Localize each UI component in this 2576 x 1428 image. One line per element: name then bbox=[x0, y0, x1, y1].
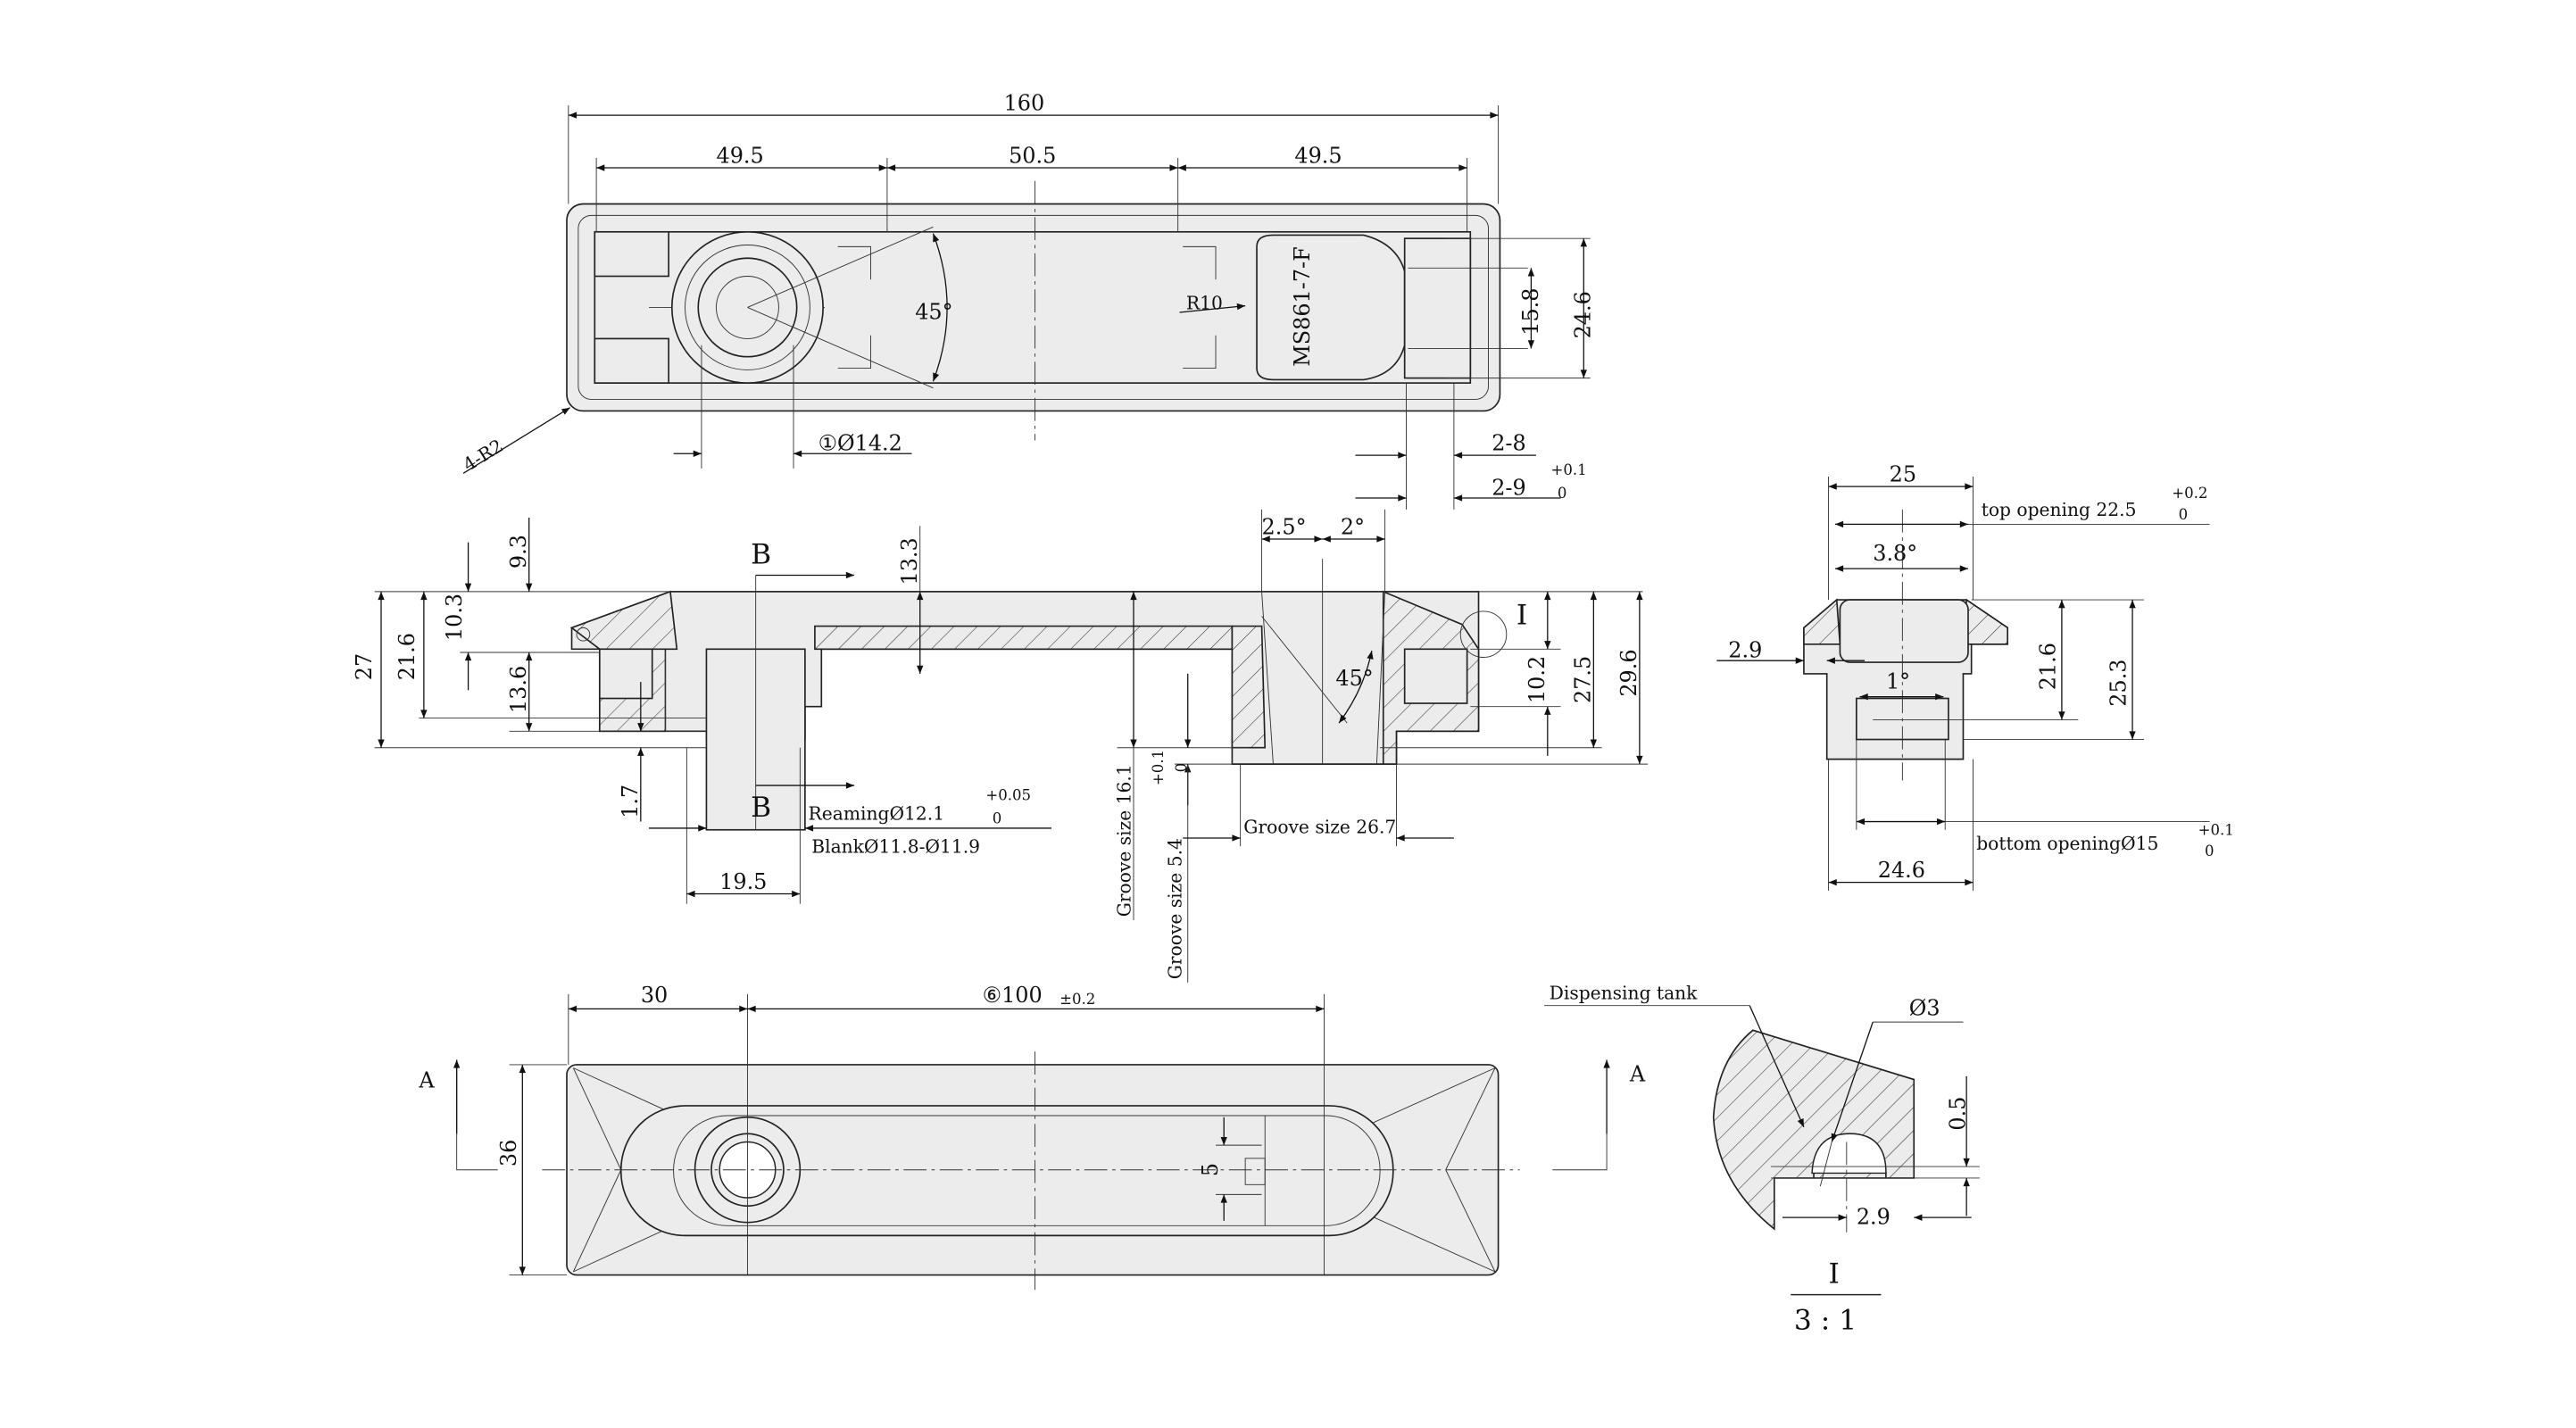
hole-dia: ①Ø14.2 bbox=[819, 431, 902, 456]
section-label-bottom: B bbox=[751, 792, 771, 824]
dim-13-6: 13.6 bbox=[506, 666, 531, 713]
view-label-left: A bbox=[418, 1068, 435, 1093]
groove-5-4-tol-upper: +0.1 bbox=[1150, 750, 1167, 785]
dim-2-9-tol-lower: 0 bbox=[1558, 485, 1567, 502]
reaming-tol-upper: +0.05 bbox=[985, 787, 1031, 804]
section-view: 27 21.6 10.3 9.3 13.6 13.3 1.7 B B 19.5 … bbox=[352, 509, 1649, 983]
dim-36: 36 bbox=[496, 1140, 521, 1166]
angle-45: 45° bbox=[915, 299, 952, 324]
view-label-right: A bbox=[1629, 1061, 1646, 1086]
angle-1: 1° bbox=[1886, 668, 1910, 693]
top-opening-tol-upper: +0.2 bbox=[2172, 485, 2207, 502]
detail-marker: I bbox=[1517, 600, 1527, 632]
right-pocket bbox=[1183, 234, 1591, 381]
dim-inner-h: 15.8 bbox=[1518, 288, 1543, 336]
dim-2-9-detail: 2.9 bbox=[1857, 1204, 1890, 1229]
top-opening-tol-lower: 0 bbox=[2179, 506, 2189, 523]
bottom-opening-tol-lower: 0 bbox=[2205, 843, 2215, 859]
dim-29-6: 29.6 bbox=[1616, 649, 1641, 696]
dim-10-3: 10.3 bbox=[442, 594, 467, 641]
dim-27-5: 27.5 bbox=[1571, 656, 1596, 703]
dim-100-tol: ±0.2 bbox=[1059, 991, 1095, 1008]
angle-2-5: 2.5° bbox=[1262, 514, 1307, 539]
groove-16-1: Groove size 16.1 bbox=[1113, 764, 1134, 917]
corner-radius: 4-R2 bbox=[459, 435, 506, 476]
dim-19-5: 19.5 bbox=[719, 869, 767, 894]
dim-2-9: 2-9 bbox=[1492, 475, 1526, 500]
dim-25-3: 25.3 bbox=[2107, 659, 2131, 706]
dim-mid: 50.5 bbox=[1009, 143, 1056, 168]
dim-0-5: 0.5 bbox=[1945, 1097, 1970, 1131]
top-opening: top opening 22.5 bbox=[1982, 499, 2137, 520]
angle-2: 2° bbox=[1341, 514, 1365, 539]
groove-5-4: Groove size 5.4 bbox=[1164, 838, 1185, 979]
groove-26-7: Groove size 26.7 bbox=[1243, 816, 1396, 837]
dim-10-2: 10.2 bbox=[1525, 656, 1550, 703]
dim-13-3: 13.3 bbox=[897, 537, 922, 585]
blank: BlankØ11.8-Ø11.9 bbox=[811, 836, 980, 858]
dim-27: 27 bbox=[352, 653, 377, 680]
hole-dia-3: Ø3 bbox=[1909, 996, 1940, 1021]
top-view: MS861-7-F 160 49.5 50.5 49.5 45° R10 15.… bbox=[459, 91, 1596, 510]
dim-21-6-side: 21.6 bbox=[2036, 643, 2061, 690]
dispensing-tank: Dispensing tank bbox=[1550, 982, 1699, 1003]
dim-total: 160 bbox=[1004, 91, 1045, 116]
dim-100: ⑥100 bbox=[983, 983, 1043, 1008]
detail-label: I bbox=[1829, 1258, 1840, 1291]
dim-25: 25 bbox=[1890, 462, 1916, 487]
bottom-view: 30 ⑥100 ±0.2 36 5 A A bbox=[418, 983, 1646, 1291]
detail-view: Dispensing tank Ø3 0.5 2.9 I 3 : 1 bbox=[1544, 982, 1980, 1336]
dim-30: 30 bbox=[641, 983, 668, 1008]
dim-2-8: 2-8 bbox=[1492, 431, 1526, 456]
dim-1-7: 1.7 bbox=[618, 785, 643, 818]
bottom-opening-tol-upper: +0.1 bbox=[2198, 821, 2234, 838]
reaming: ReamingØ12.1 bbox=[809, 803, 945, 825]
angle-45-section: 45° bbox=[1335, 666, 1373, 691]
dim-outer-h: 24.6 bbox=[1571, 291, 1596, 338]
angle-3-8: 3.8° bbox=[1873, 541, 1917, 566]
dim-2-9-side: 2.9 bbox=[1728, 638, 1762, 663]
bottom-opening: bottom openingØ15 bbox=[1976, 833, 2158, 854]
dim-2-9-tol-upper: +0.1 bbox=[1550, 461, 1586, 478]
detail-scale: 3 : 1 bbox=[1794, 1304, 1857, 1336]
side-view: 25 top opening 22.5 +0.2 0 3.8° 2.9 1° 2… bbox=[1716, 462, 2234, 891]
dim-5: 5 bbox=[1198, 1163, 1223, 1176]
dim-right: 49.5 bbox=[1294, 143, 1342, 168]
section-label-top: B bbox=[751, 539, 771, 571]
dim-21-6: 21.6 bbox=[395, 633, 420, 680]
groove-5-4-tol-lower: 0 bbox=[1173, 763, 1190, 773]
dim-24-6-side: 24.6 bbox=[1878, 858, 1925, 883]
radius: R10 bbox=[1186, 292, 1223, 313]
dim-9-3: 9.3 bbox=[506, 535, 531, 569]
dim-left: 49.5 bbox=[716, 143, 763, 168]
reaming-tol-lower: 0 bbox=[993, 809, 1002, 826]
part-marking: MS861-7-F bbox=[1290, 246, 1315, 366]
